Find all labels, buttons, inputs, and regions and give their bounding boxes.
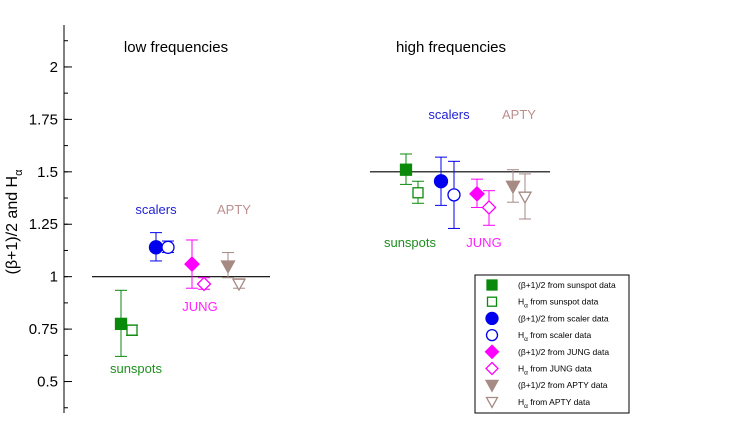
y-tick-label: 0.75 (29, 321, 58, 338)
legend-marker (485, 311, 499, 326)
legend-marker (484, 344, 500, 360)
data-point (433, 156, 449, 206)
point-marker (161, 240, 175, 254)
legend-label: (β+1)/2 from scaler data (518, 313, 609, 323)
legend-label: Hα from sunspot data (518, 297, 599, 310)
legend-item: Hα from sunspot data (486, 296, 599, 310)
legend-item: Hα from scaler data (485, 328, 591, 343)
point-marker (196, 276, 212, 292)
point-marker (399, 163, 413, 176)
y-tick-label: 1.75 (29, 111, 58, 128)
group-label: JUNG (466, 235, 501, 250)
data-point (505, 169, 521, 203)
legend-marker (484, 379, 500, 393)
data-point (184, 239, 200, 289)
point-marker (505, 180, 521, 195)
point-marker (148, 240, 164, 255)
point-marker (184, 256, 200, 273)
legend-label: (β+1)/2 from JUNG data (518, 347, 609, 357)
legend: (β+1)/2 from sunspot data Hα from sunspot… (474, 274, 630, 414)
data-marks (114, 153, 533, 357)
point-marker (447, 188, 461, 202)
data-point (231, 278, 247, 292)
panel-title: high frequencies (396, 39, 506, 56)
data-point (481, 190, 497, 226)
point-marker (220, 260, 236, 275)
group-label: scalers (135, 202, 177, 217)
point-marker (433, 174, 449, 189)
y-tick-label: 1 (50, 269, 58, 286)
legend-item: (β+1)/2 from JUNG data (484, 344, 609, 360)
legend-label: (β+1)/2 from APTY data (518, 380, 608, 390)
group-label: APTY (502, 107, 536, 122)
legend-marker (486, 296, 498, 307)
data-point (399, 153, 413, 185)
legend-item: Hα from JUNG data (485, 361, 592, 377)
panel-title: low frequencies (124, 39, 228, 56)
y-tick-label: 2 (50, 59, 58, 76)
data-point (220, 252, 236, 279)
legend-item: Hα from APTY data (485, 396, 590, 410)
legend-box (474, 274, 630, 414)
data-point (447, 160, 461, 229)
group-label: scalers (428, 107, 470, 122)
legend-item: (β+1)/2 from scaler data (485, 311, 609, 326)
data-point (469, 178, 485, 208)
y-axis: 0.5 0.75 1 1.25 1.5 1.75 2 (β+1)/2 and Hα (4, 25, 72, 413)
data-point (517, 173, 533, 220)
legend-label: Hα from APTY data (518, 397, 590, 410)
legend-item: (β+1)/2 from APTY data (484, 379, 608, 393)
point-marker (481, 200, 497, 215)
group-label: APTY (217, 202, 251, 217)
point-marker (517, 191, 533, 205)
group-label: sunspots (384, 235, 437, 250)
data-point (126, 324, 138, 336)
y-tick-label: 0.5 (37, 374, 58, 391)
point-marker (412, 187, 424, 199)
legend-marker (486, 279, 498, 291)
data-point (148, 232, 164, 262)
legend-marker (485, 396, 499, 409)
legend-marker (485, 361, 499, 376)
panel-titles: low frequencies high frequencies (124, 39, 506, 56)
data-point (412, 180, 424, 204)
point-marker (231, 278, 247, 292)
point-marker (469, 185, 485, 202)
y-axis-label: (β+1)/2 and Hα (4, 169, 25, 275)
data-point (161, 240, 175, 254)
legend-marker (485, 328, 499, 342)
legend-label: (β+1)/2 from sunspot data (518, 280, 616, 290)
legend-label: Hα from JUNG data (518, 364, 592, 377)
y-tick-label: 1.25 (29, 216, 58, 233)
point-marker (114, 317, 128, 331)
point-marker (126, 324, 138, 336)
y-tick-label: 1.5 (37, 164, 58, 181)
legend-label: Hα from scaler data (518, 330, 591, 343)
data-point (114, 289, 128, 357)
legend-item: (β+1)/2 from sunspot data (486, 279, 616, 291)
data-point (196, 276, 212, 292)
group-label: JUNG (182, 299, 217, 314)
group-label: sunspots (110, 361, 163, 376)
